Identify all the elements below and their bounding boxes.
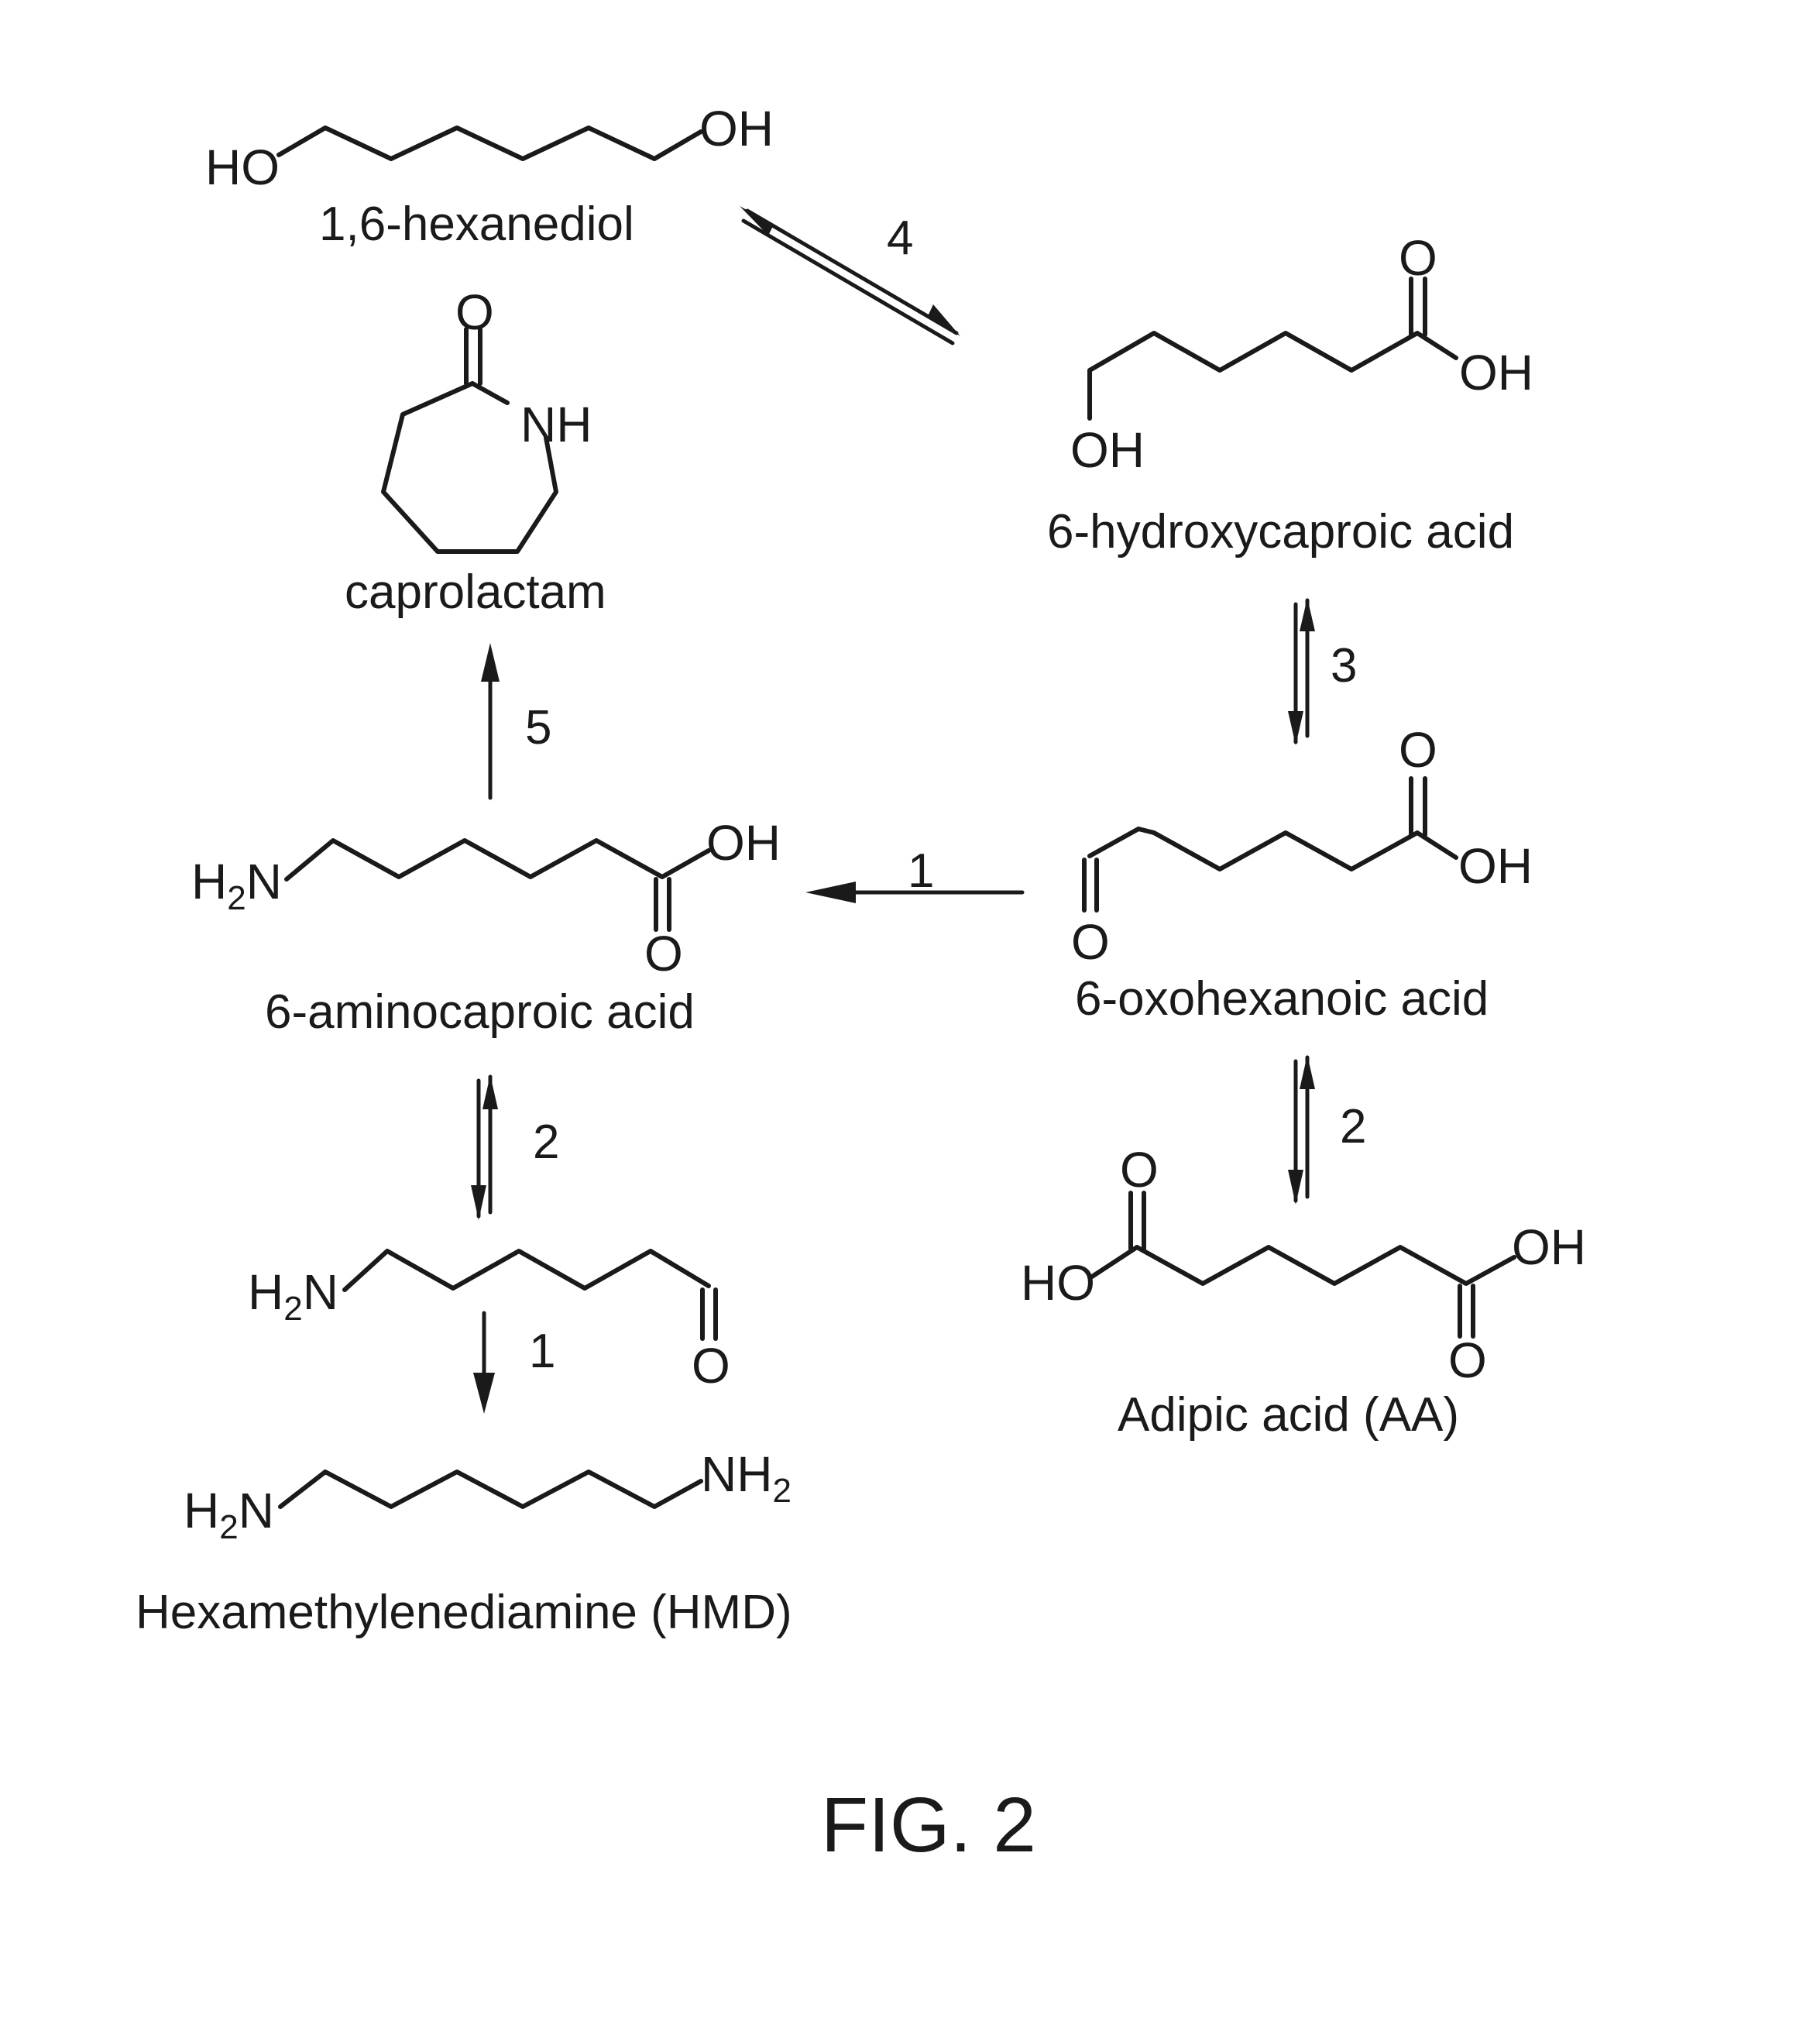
aminocaproic-h2n-label: H2N (191, 854, 282, 917)
adipic-name: Adipic acid (AA) (1118, 1388, 1459, 1442)
step-1-main-label: 1 (908, 844, 934, 898)
step-4-label: 4 (887, 211, 913, 265)
aminocaproic-name: 6-aminocaproic acid (265, 985, 695, 1039)
step-3-label: 3 (1331, 639, 1357, 693)
step-4-equilibrium-arrow: 4 (740, 206, 960, 343)
adipic-o-left-label: O (1120, 1142, 1159, 1198)
step-1-bottom-label: 1 (529, 1325, 555, 1378)
compound-aminocaproic-acid: H2N OH O 6-aminocaproic acid (191, 815, 781, 1039)
step-1-arrow-bottom: 1 (473, 1313, 555, 1414)
step-1-arrow-main: 1 (805, 844, 1022, 903)
oxohexanoic-chain (1090, 829, 1456, 869)
aminocaproic-o-label: O (644, 926, 683, 981)
hydroxycaproic-oh-bottom-label: OH (1070, 422, 1145, 478)
hydroxycaproic-name: 6-hydroxycaproic acid (1047, 505, 1514, 559)
compound-hexamethylenediamine: H2N NH2 Hexamethylenediamine (HMD) (136, 1446, 792, 1639)
compound-hydroxycaproic-acid: O OH OH 6-hydroxycaproic acid (1047, 230, 1533, 559)
step-2-left-label: 2 (533, 1115, 559, 1169)
hydroxycaproic-oh-label: OH (1459, 345, 1533, 400)
hexanediol-chain (279, 128, 701, 159)
caprolactam-name: caprolactam (345, 565, 606, 619)
adipic-oh-label: OH (1512, 1219, 1586, 1275)
adipic-ho-label: HO (1021, 1255, 1095, 1311)
compound-caprolactam: O NH caprolactam (345, 284, 606, 619)
caprolactam-o-label: O (455, 284, 494, 340)
hydroxycaproic-chain (1090, 333, 1456, 418)
step-5-arrow: 5 (481, 643, 551, 798)
oxohexanoic-o-top-label: O (1399, 722, 1437, 778)
adipic-o-right-label: O (1448, 1332, 1487, 1388)
caprolactam-nh-label: NH (520, 397, 592, 452)
aminohexanal-o-label: O (692, 1338, 730, 1394)
hmd-chain (280, 1472, 701, 1507)
figure-label: FIG. 2 (821, 1782, 1036, 1868)
adipic-chain (1092, 1247, 1514, 1284)
hmd-nh2-label: NH2 (701, 1446, 792, 1510)
aminohexanal-h2n-label: H2N (248, 1264, 338, 1328)
compound-hexanediol: HO OH 1,6-hexanediol (205, 101, 774, 251)
oxohexanoic-o-ald-label: O (1071, 914, 1110, 970)
hydroxycaproic-o-label: O (1399, 230, 1437, 286)
compound-aminohexanal: H2N O (248, 1251, 730, 1394)
hmd-h2n-label: H2N (184, 1483, 274, 1546)
compound-adipic-acid: HO O OH O Adipic acid (AA) (1021, 1142, 1586, 1442)
hexanediol-name: 1,6-hexanediol (319, 198, 634, 251)
step-5-label: 5 (525, 701, 551, 755)
hexanediol-ho-label: HO (205, 139, 280, 195)
hexanediol-oh-label: OH (699, 101, 774, 156)
hmd-name: Hexamethylenediamine (HMD) (136, 1586, 792, 1639)
aminohexanal-chain (345, 1251, 709, 1290)
step-2-left-equilibrium-arrow: 2 (471, 1075, 559, 1220)
aminocaproic-oh-label: OH (706, 815, 781, 871)
compound-oxohexanoic-acid: O OH O 6-oxohexanoic acid (1071, 722, 1533, 1026)
oxohexanoic-oh-label: OH (1458, 838, 1533, 894)
step-2-right-equilibrium-arrow: 2 (1288, 1055, 1366, 1205)
step-3-equilibrium-arrow: 3 (1288, 598, 1357, 745)
oxohexanoic-name: 6-oxohexanoic acid (1075, 972, 1489, 1026)
aminocaproic-chain (287, 840, 709, 879)
step-2-right-label: 2 (1340, 1100, 1366, 1153)
